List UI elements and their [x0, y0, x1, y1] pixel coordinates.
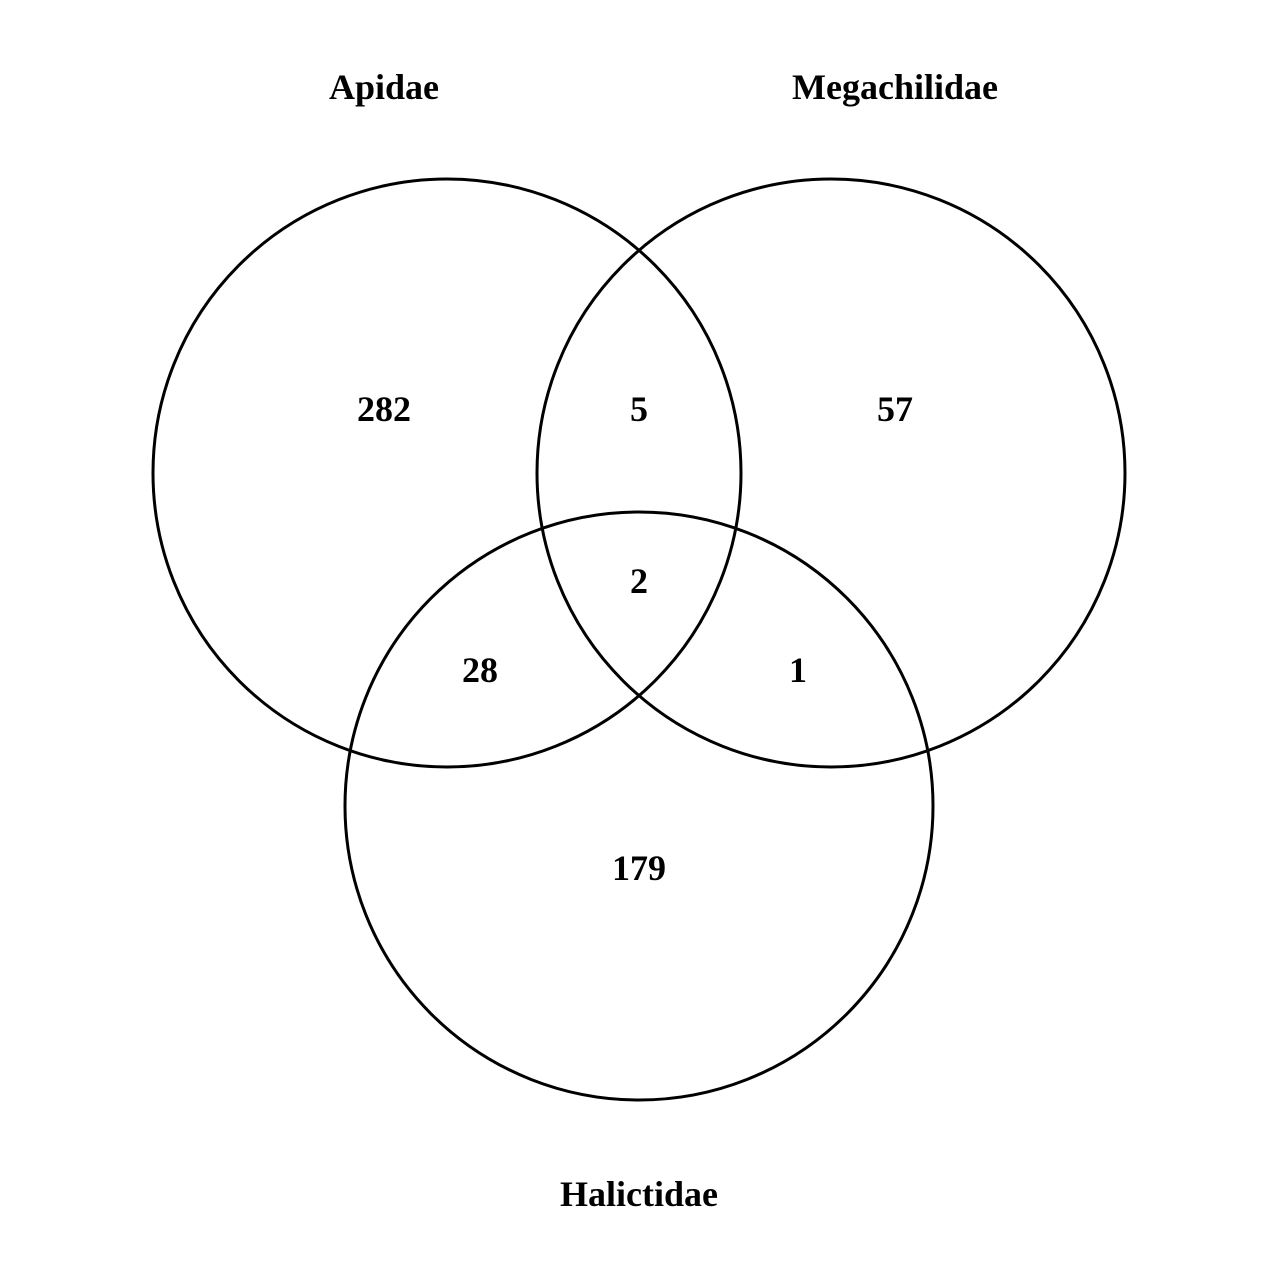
- count-all-three: 2: [630, 561, 648, 601]
- count-megachilidae-halictidae: 1: [789, 650, 807, 690]
- circle-megachilidae: [535, 177, 1127, 769]
- circle-halictidae: [343, 510, 935, 1102]
- count-megachilidae-only: 57: [877, 389, 913, 429]
- set-label-halictidae: Halictidae: [560, 1174, 718, 1214]
- set-label-apidae: Apidae: [329, 67, 439, 107]
- set-label-megachilidae: Megachilidae: [792, 67, 998, 107]
- count-apidae-megachilidae: 5: [630, 389, 648, 429]
- count-apidae-only: 282: [357, 389, 411, 429]
- circle-apidae: [151, 177, 743, 769]
- count-apidae-halictidae: 28: [462, 650, 498, 690]
- count-halictidae-only: 179: [612, 848, 666, 888]
